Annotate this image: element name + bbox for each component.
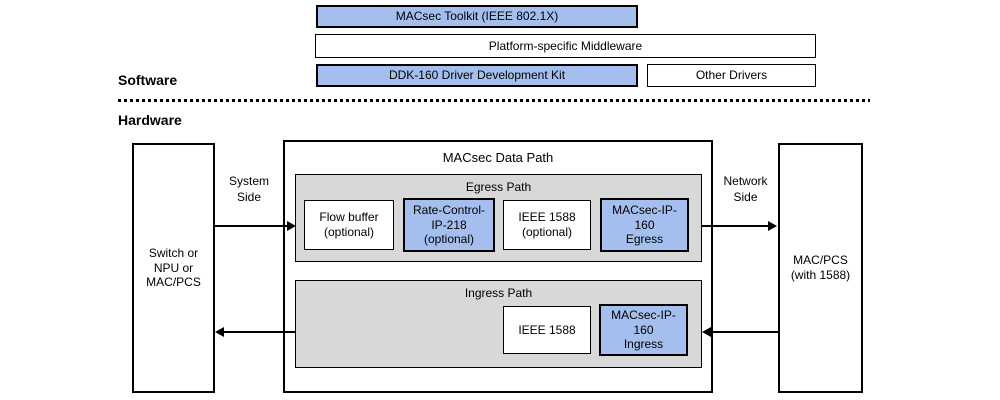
software-label: Software: [118, 72, 178, 88]
ingress-path-panel: Ingress Path IEEE 1588 MACsec-IP- 160 In…: [295, 280, 702, 368]
arrow-system-to-egress-line: [215, 225, 288, 227]
egress-path-panel: Egress Path Flow buffer (optional) Rate-…: [295, 174, 702, 262]
network-block: MAC/PCS (with 1588): [778, 143, 863, 393]
arrow-network-to-ingress-head: [702, 327, 711, 337]
data-path-title: MACsec Data Path: [442, 150, 554, 165]
macsec-ip-160-ingress-box: MACsec-IP- 160 Ingress: [599, 304, 688, 356]
system-block: Switch or NPU or MAC/PCS: [132, 143, 215, 393]
system-side-label: System Side: [228, 174, 269, 204]
ieee-1588-ingress-box: IEEE 1588: [503, 306, 591, 354]
macsec-ip-160-egress-box: MACsec-IP- 160 Egress: [600, 198, 689, 252]
other-drivers-box: Other Drivers: [647, 64, 816, 87]
arrow-network-to-ingress-line: [710, 331, 778, 333]
macsec-toolkit-box: MACsec Toolkit (IEEE 802.1X): [316, 5, 638, 28]
ddk-driver-box: DDK-160 Driver Development Kit: [316, 64, 638, 87]
arrow-egress-to-network-head: [768, 221, 777, 231]
flow-buffer-box: Flow buffer (optional): [304, 200, 394, 250]
hardware-label: Hardware: [118, 112, 182, 128]
arrow-ingress-to-system-head: [215, 327, 224, 337]
arrow-egress-to-network-line: [702, 225, 769, 227]
ieee-1588-egress-box: IEEE 1588 (optional): [503, 200, 591, 250]
macsec-data-path-box: MACsec Data Path Egress Path Flow buffer…: [283, 140, 713, 393]
egress-path-title: Egress Path: [465, 180, 532, 194]
software-hardware-divider: [118, 99, 870, 102]
arrow-system-to-egress-head: [287, 221, 296, 231]
ingress-path-title: Ingress Path: [464, 286, 533, 300]
arrow-ingress-to-system-line: [224, 331, 295, 333]
middleware-box: Platform-specific Middleware: [315, 34, 816, 58]
rate-control-ip-218-box: Rate-Control- IP-218 (optional): [403, 198, 495, 252]
network-side-label: Network Side: [723, 174, 768, 204]
